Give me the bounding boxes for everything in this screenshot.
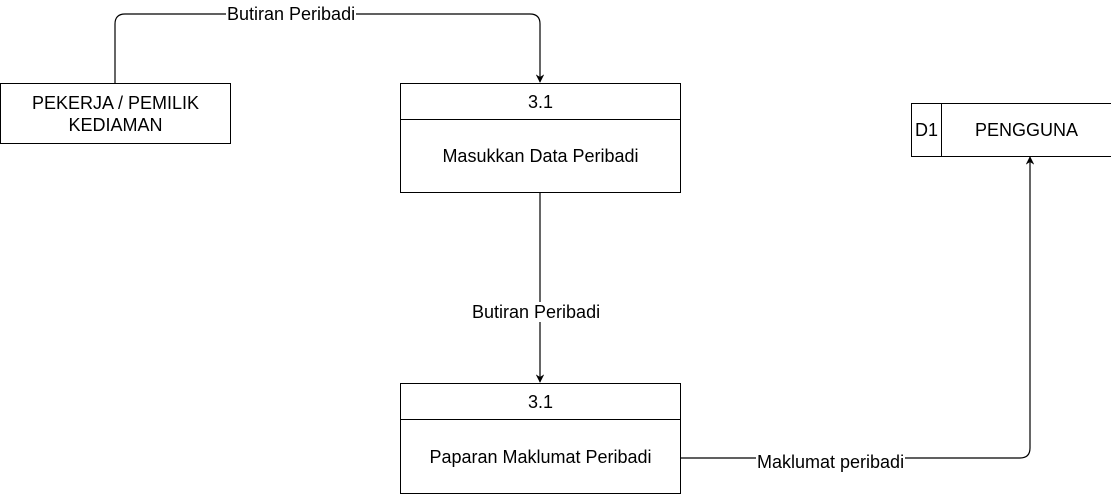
external-entity-label: PEKERJA / PEMILIK KEDIAMAN (31, 92, 200, 135)
flow-line-entity-to-input (114, 13, 545, 83)
flow-line-display-to-store (681, 156, 1035, 459)
flow-label-display-to-store: Maklumat peribadi (756, 452, 906, 472)
process-input-name: Masukkan Data Peribadi (442, 146, 639, 166)
process-input-box[interactable]: 3.1 Masukkan Data Peribadi (400, 83, 681, 193)
data-store-name: PENGGUNA (974, 120, 1079, 140)
process-display-id: 3.1 (401, 384, 680, 420)
data-store-box[interactable]: D1 PENGGUNA (911, 103, 1111, 157)
flow-label-entity-to-input: Butiran Peribadi (226, 4, 357, 24)
flow-label-input-to-display: Butiran Peribadi (471, 302, 602, 322)
process-input-id: 3.1 (401, 84, 680, 120)
process-display-box[interactable]: 3.1 Paparan Maklumat Peribadi (400, 383, 681, 494)
process-display-name: Paparan Maklumat Peribadi (429, 446, 652, 467)
external-entity-box[interactable]: PEKERJA / PEMILIK KEDIAMAN (0, 83, 231, 144)
data-store-id: D1 (912, 104, 942, 156)
